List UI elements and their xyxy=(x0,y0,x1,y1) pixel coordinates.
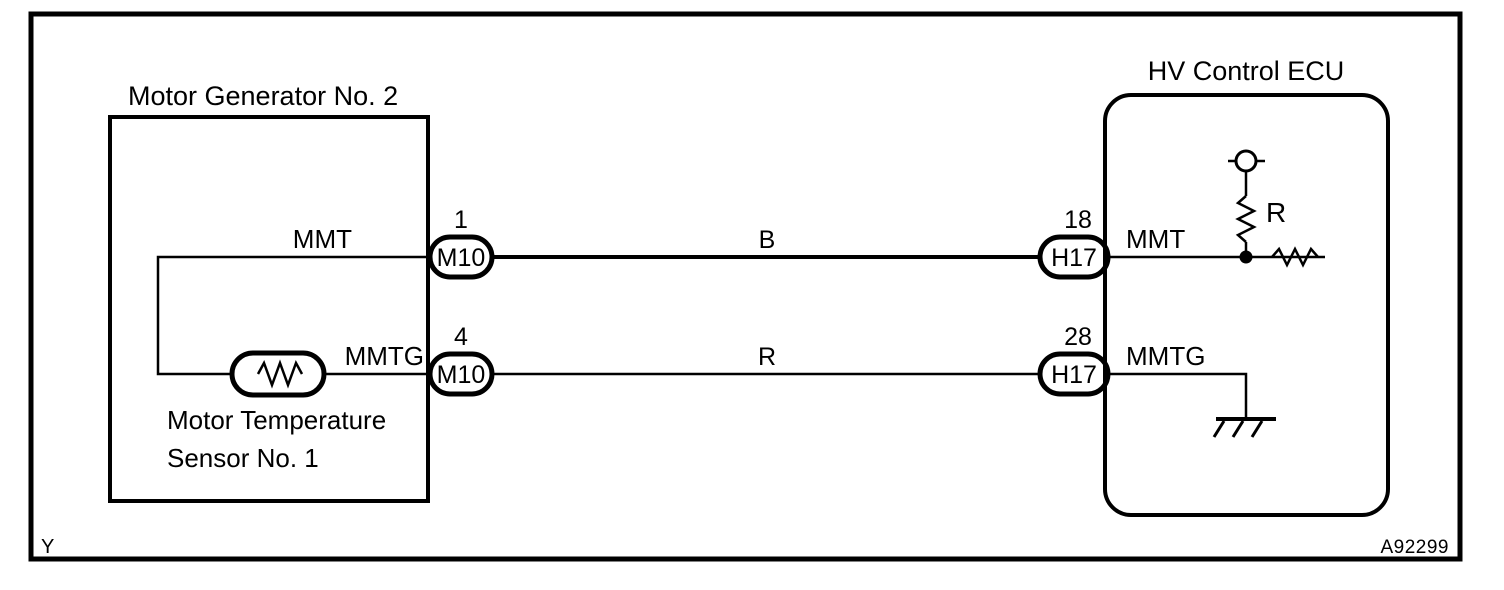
ecu-series-resistor-symbol xyxy=(1271,246,1319,268)
connector-h17-pin18[interactable]: H17 xyxy=(1037,234,1111,280)
wire-mmt-color-code: B xyxy=(759,226,776,254)
right-terminal-signal-mmt: MMT xyxy=(1126,224,1185,254)
diagram-outer-border xyxy=(28,11,1463,562)
left-terminal-signal-mmt: MMT xyxy=(293,224,352,254)
connector-m10-pin4[interactable]: M10 xyxy=(427,351,495,397)
left-unit-title: Motor Generator No. 2 xyxy=(128,81,398,111)
ecu-junction-dot xyxy=(1239,250,1253,264)
connector-h17-pin18-label: H17 xyxy=(1051,244,1097,272)
connector-h17-pin28-label: H17 xyxy=(1051,361,1097,389)
figure-code: A92299 xyxy=(1380,537,1449,558)
ecu-supply-terminal-symbol xyxy=(1228,149,1265,173)
connector-h17-pin28[interactable]: H17 xyxy=(1037,351,1111,397)
right-unit-title: HV Control ECU xyxy=(1148,56,1345,86)
pin-number-m10-4: 4 xyxy=(454,323,468,351)
connector-m10-pin1[interactable]: M10 xyxy=(427,234,495,280)
pin-number-h17-18: 18 xyxy=(1064,206,1092,234)
left-terminal-signal-mmtg: MMTG xyxy=(345,341,424,371)
ecu-resistor-label: R xyxy=(1266,197,1286,228)
chassis-ground-icon xyxy=(1212,417,1276,438)
ecu-pullup-resistor-symbol xyxy=(1235,171,1257,257)
pin-number-h17-28: 28 xyxy=(1064,323,1092,351)
right-terminal-signal-mmtg: MMTG xyxy=(1126,341,1205,371)
motor-temperature-sensor-symbol xyxy=(229,350,327,398)
connector-m10-pin1-label: M10 xyxy=(437,244,486,272)
corner-label: Y xyxy=(41,536,54,558)
wire-mmtg-color-code: R xyxy=(758,343,776,371)
sensor-caption-line1: Motor Temperature xyxy=(167,405,386,435)
sensor-caption-line2: Sensor No. 1 xyxy=(167,443,319,473)
connector-m10-pin4-label: M10 xyxy=(437,361,486,389)
pin-number-m10-1: 1 xyxy=(454,206,468,234)
ecu-mmtg-internal-line xyxy=(1105,372,1248,419)
